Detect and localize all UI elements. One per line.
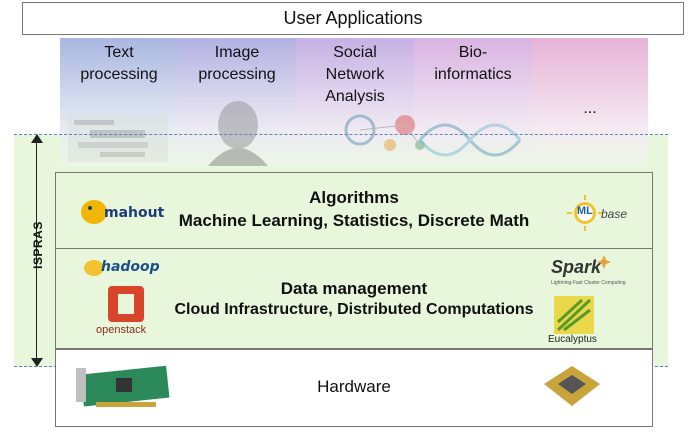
cpu-chip-image bbox=[544, 366, 600, 406]
word-cloud-image bbox=[68, 114, 168, 162]
spark-star-icon bbox=[597, 255, 611, 269]
app-column-text-processing: Text processing bbox=[60, 38, 178, 166]
app-label-image-processing: Image processing bbox=[198, 44, 276, 83]
mlbase-ml-text: ML bbox=[577, 205, 593, 217]
data-management-title: Data management bbox=[280, 279, 428, 298]
app-label-text-processing: Text processing bbox=[80, 44, 158, 83]
data-management-layer bbox=[55, 248, 653, 349]
algorithms-subtitle: Machine Learning, Statistics, Discrete M… bbox=[178, 211, 530, 230]
app-column-more: ... bbox=[532, 38, 648, 166]
data-management-subtitle: Cloud Infrastructure, Distributed Comput… bbox=[174, 301, 534, 318]
openstack-logo-text: openstack bbox=[96, 324, 147, 336]
portrait-image bbox=[208, 101, 268, 166]
network-card-image bbox=[76, 365, 170, 407]
openstack-logo: openstack bbox=[96, 284, 166, 339]
network-graph-image bbox=[344, 114, 425, 151]
eucalyptus-logo: Eucalyptus bbox=[548, 296, 608, 348]
mahout-logo: mahout bbox=[80, 196, 165, 226]
app-column-image-processing: Image processing bbox=[178, 38, 296, 166]
mlbase-logo: ML base bbox=[565, 193, 635, 235]
ispras-arrow bbox=[36, 138, 37, 364]
app-label-social-network-analysis: Social Network Analysis bbox=[325, 44, 385, 105]
arrow-up-icon bbox=[31, 134, 43, 143]
eucalyptus-logo-text: Eucalyptus bbox=[548, 334, 597, 345]
openstack-cube-icon bbox=[108, 286, 144, 322]
hadoop-logo: hadoop bbox=[83, 257, 168, 279]
hardware-title: Hardware bbox=[317, 377, 391, 396]
mahout-logo-text: mahout bbox=[104, 205, 165, 221]
app-column-bioinformatics: Bio- informatics bbox=[414, 38, 532, 166]
hadoop-logo-text: hadoop bbox=[101, 259, 160, 275]
dna-helix-image bbox=[418, 123, 522, 157]
spark-logo-text: Spark bbox=[551, 257, 602, 277]
spark-tagline: Lightning-Fast Cluster Computing bbox=[551, 280, 626, 286]
mahout-elephant-icon bbox=[81, 200, 107, 224]
ispras-label: ISPRAS bbox=[31, 221, 45, 269]
dashed-line-top bbox=[14, 134, 668, 135]
spark-logo: Spark Lightning-Fast Cluster Computing bbox=[545, 255, 640, 289]
mlbase-sun-icon bbox=[567, 195, 603, 231]
app-label-bioinformatics: Bio- informatics bbox=[434, 44, 512, 83]
eucalyptus-leaf-icon bbox=[554, 296, 594, 334]
user-applications-header: User Applications bbox=[22, 2, 684, 35]
app-label-more: ... bbox=[583, 100, 597, 117]
app-illustrations bbox=[68, 101, 522, 166]
algorithms-title: Algorithms bbox=[309, 188, 399, 207]
mlbase-base-text: base bbox=[601, 207, 628, 221]
arrow-down-icon bbox=[31, 358, 43, 367]
hadoop-elephant-icon bbox=[84, 260, 104, 276]
